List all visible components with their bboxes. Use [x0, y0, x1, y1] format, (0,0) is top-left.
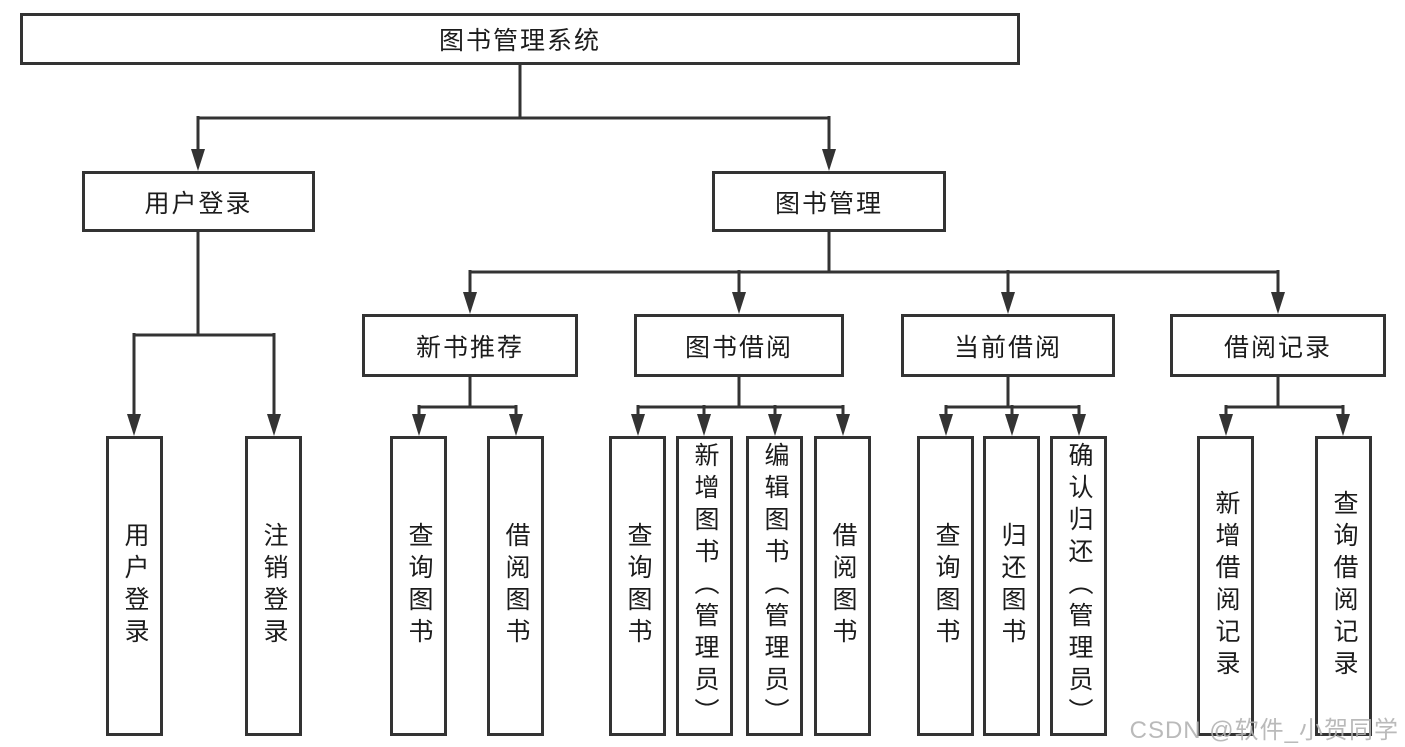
leaf-current-return-book: 归还图书	[983, 436, 1040, 736]
leaf-user-login: 用户登录	[106, 436, 163, 736]
node-current-borrow: 当前借阅	[901, 314, 1115, 377]
node-borrow-record: 借阅记录	[1170, 314, 1386, 377]
leaf-newrec-borrow-book: 借阅图书	[487, 436, 544, 736]
connector-book-mgmt	[463, 232, 1285, 314]
connector-user-login	[127, 232, 281, 436]
connector-new-book-rec	[412, 377, 523, 436]
leaf-borrow-borrow-book: 借阅图书	[814, 436, 871, 736]
leaf-record-add-record: 新增借阅记录	[1197, 436, 1254, 736]
connector-root	[191, 65, 836, 171]
node-user-login: 用户登录	[82, 171, 315, 232]
connector-borrow-record	[1219, 377, 1350, 436]
leaf-borrow-query-book: 查询图书	[609, 436, 666, 736]
node-book-borrow: 图书借阅	[634, 314, 844, 377]
leaf-record-query-record: 查询借阅记录	[1315, 436, 1372, 736]
leaf-current-confirm-return-admin: 确认归还（管理员）	[1050, 436, 1107, 736]
connector-book-borrow	[631, 377, 850, 436]
leaf-newrec-query-book: 查询图书	[390, 436, 447, 736]
leaf-logout: 注销登录	[245, 436, 302, 736]
connector-current-borrow	[939, 377, 1086, 436]
node-root-system: 图书管理系统	[20, 13, 1020, 65]
leaf-borrow-add-book-admin: 新增图书（管理员）	[676, 436, 733, 736]
node-new-book-rec: 新书推荐	[362, 314, 578, 377]
leaf-borrow-edit-book-admin: 编辑图书（管理员）	[746, 436, 803, 736]
node-book-mgmt: 图书管理	[712, 171, 946, 232]
csdn-watermark: CSDN @软件_小贺同学	[1129, 717, 1399, 744]
leaf-current-query-book: 查询图书	[917, 436, 974, 736]
